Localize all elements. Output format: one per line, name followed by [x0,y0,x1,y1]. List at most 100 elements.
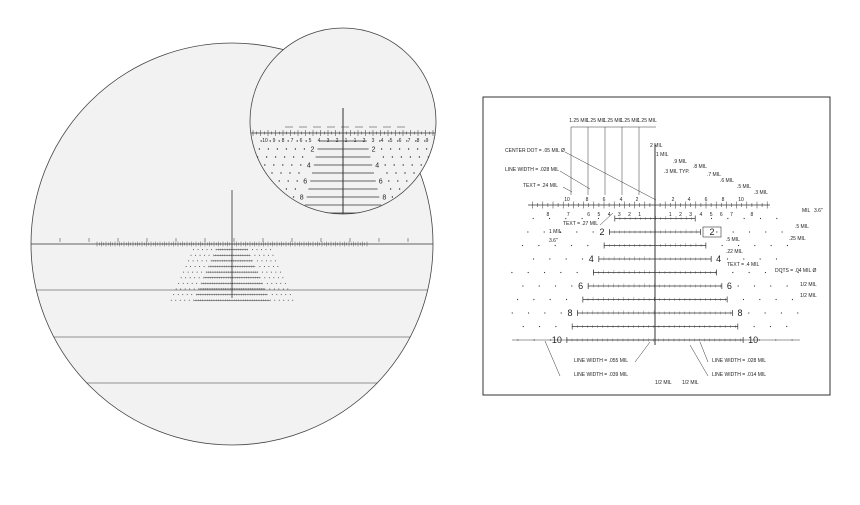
inset-dot [397,180,399,182]
wind-dot [776,217,778,220]
leader-line [689,344,709,377]
leader-line [634,341,651,363]
wind-dot [511,271,513,274]
scale-number: 8 [547,212,550,218]
stadia-number: 8 [722,197,725,203]
wind-dot [543,231,545,233]
inset-scale-number: 9 [426,138,429,144]
callout-three-typ: .3 MIL TYP. [664,169,689,175]
inset-scale-number: 6 [300,138,303,144]
wind-dot [754,244,756,247]
wind-dot [178,282,180,284]
inset-scale-number: 9 [273,138,276,144]
wind-dot [764,312,766,314]
callout-half-mil-right: .5 MIL [795,224,809,230]
row-number: 8 [568,308,573,318]
wind-dot [554,285,557,287]
scale-number: 3 [689,212,692,218]
wind-dot [187,271,189,273]
wind-dot [272,254,274,256]
inset-dot [406,140,408,142]
wind-dot [201,260,203,262]
inset-dot [294,188,297,190]
leader-line [544,340,561,377]
inset-scale-number: 7 [291,138,294,144]
scale-number: 1 [669,212,672,218]
inset-number: 2 [310,147,314,154]
inset-scale-number: 2 [363,138,366,144]
wind-dot [565,258,567,260]
wind-dot [753,325,755,328]
wind-dot [185,266,187,267]
wind-dot [786,325,788,328]
wind-dot [277,277,279,279]
wind-dot [284,282,286,284]
wind-dot [759,298,761,301]
inset-dot [298,172,300,174]
wind-dot [269,288,271,290]
wind-dot [279,271,281,273]
wind-dot [258,254,260,256]
inset-scale-number: 1 [354,138,357,144]
wind-dot [197,249,199,251]
wind-dot [737,244,740,247]
callout-half-b: 1/2 MIL [800,293,817,299]
inset-dot [282,164,284,166]
wind-dot [522,285,524,287]
inset-dot [397,140,399,142]
wind-dot [549,258,551,260]
callout-one-mil: 1 MIL [656,152,669,158]
wind-dot [192,271,194,273]
wind-dot [775,258,778,260]
wind-dot [275,271,277,273]
scale-number: 3 [618,212,621,218]
stadia-number: 8 [586,197,589,203]
wind-dot [193,249,195,251]
inset-dot [280,172,282,174]
callout-line-width-top: LINE WIDTH = .028 MIL [505,167,559,173]
callout-point5: .5 MIL [737,184,751,190]
wind-dot [261,271,263,273]
wind-dot [549,298,551,301]
wind-dot [259,266,261,267]
row-number: 4 [716,254,721,264]
inset-dot [258,148,261,150]
inset-dot [411,164,413,166]
wind-dot [565,298,568,301]
scale-number: 2 [628,212,631,218]
scale-number: 5 [710,212,713,218]
callout-lw-055: LINE WIDTH = .055 MIL [574,358,628,364]
row-number: 6 [727,281,732,291]
inset-dot [391,156,394,158]
inset-number: 6 [303,179,307,186]
wind-dot [173,294,175,296]
inset-dot [409,156,412,158]
wind-dot [266,282,268,284]
wind-dot [198,277,200,279]
inset-scale-number: 4 [318,138,321,144]
wind-dot [280,282,282,284]
wind-dot [521,244,524,247]
inset-dot [265,156,268,158]
inset-dot [420,164,422,166]
wind-dot [527,231,529,233]
wind-dot [180,288,182,290]
scale-number: 7 [567,212,570,218]
wind-dot [781,271,783,274]
wind-dot [202,249,204,251]
wind-dot [791,298,794,301]
wind-dot [261,260,263,262]
wind-dot [267,254,269,256]
inset-dot [276,148,279,150]
wind-dot [276,294,278,296]
wind-dot [256,249,258,251]
inset-dot [424,140,426,142]
stadia-number: 6 [705,197,708,203]
stadia-number: 10 [564,197,570,203]
wind-dot [195,254,197,256]
wind-dot [770,285,772,287]
callout-center-dot: CENTER DOT = .05 MIL Ø [505,148,565,154]
